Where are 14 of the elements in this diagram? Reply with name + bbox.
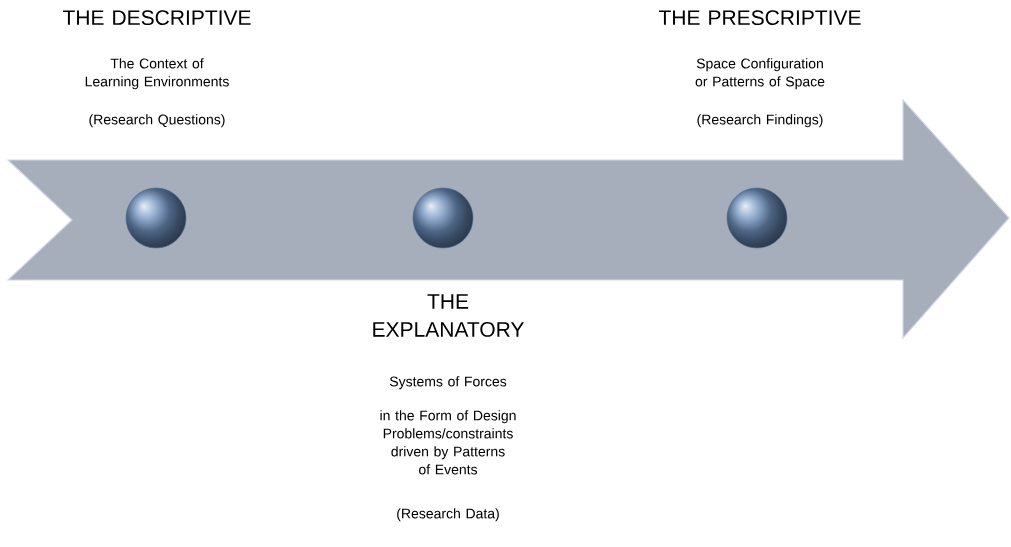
circle [412, 187, 474, 249]
note: (Research Questions) [89, 114, 225, 128]
description: Space Configuration or Patterns of Space [695, 58, 825, 90]
heading: THE PRESCRIPTIVE [658, 10, 861, 26]
note: (Research Findings) [697, 114, 823, 128]
description: in the Form of Design Problems/constraints driven by Patterns of Events [380, 410, 516, 475]
note: (Research Data) [397, 508, 499, 522]
description: Systems of Forces [389, 376, 507, 390]
arrow-shape [6, 98, 1010, 340]
circle [726, 187, 788, 249]
description: The Context of Learning Environments [85, 58, 229, 90]
circle [125, 187, 187, 249]
heading: THE EXPLANATORY [373, 294, 524, 337]
heading: THE DESCRIPTIVE [62, 10, 251, 26]
